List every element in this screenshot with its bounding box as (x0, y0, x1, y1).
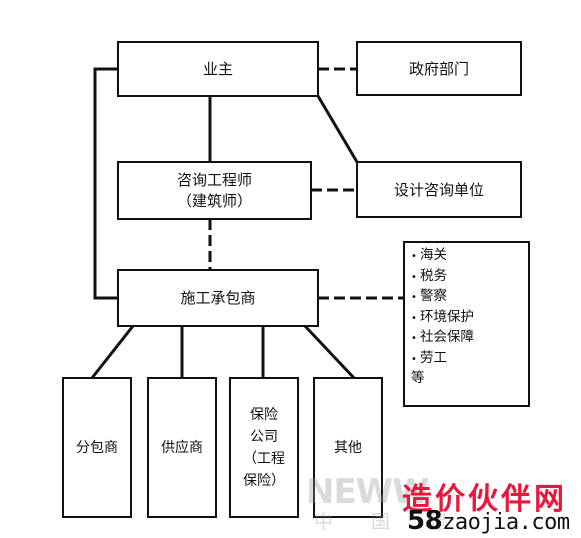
watermark-url: 58zaojia.com (407, 506, 570, 536)
agency-item: 海关 (411, 246, 528, 267)
design-consult-label: 设计咨询单位 (393, 180, 484, 199)
agency-item: 社会保障 (411, 328, 528, 349)
contractor-to-subcontractor-line (90, 325, 135, 379)
owner-to-contractor-line (93, 67, 118, 300)
supplier-box: 供应商 (147, 377, 217, 518)
subcontractor-box: 分包商 (62, 377, 132, 518)
agencies-box: 海关税务警察环境保护社会保障劳工 等 (403, 241, 530, 407)
agency-item: 环境保护 (411, 308, 528, 329)
owner-label: 业主 (202, 60, 233, 78)
subcontractor-label: 分包商 (76, 439, 118, 456)
other-box: 其他 (313, 377, 383, 518)
watermark-url-domain: zaojia.com (442, 510, 570, 535)
government-label: 政府部门 (408, 59, 469, 78)
supplier-label: 供应商 (161, 439, 203, 456)
contractor-label: 施工承包商 (180, 289, 256, 307)
owner-box: 业主 (117, 41, 319, 97)
contractor-to-other-line (303, 324, 356, 380)
contractor-box: 施工承包商 (117, 269, 319, 327)
insurance-box: 保险 公司 （工程 保险） (229, 377, 299, 518)
owner-to-design-line (316, 95, 359, 163)
design-consult-box: 设计咨询单位 (356, 161, 522, 218)
other-label: 其他 (334, 439, 362, 456)
watermark-url-number: 58 (407, 506, 443, 536)
watermark-latin: NEWW (306, 472, 430, 512)
watermark-site-name: 造价伙伴网 (402, 482, 567, 517)
insurance-label: 保险 公司 （工程 保险） (243, 406, 285, 489)
agency-item: 税务 (411, 267, 528, 288)
watermark-cn-gray: 中 国 建 (314, 511, 464, 533)
agency-item: 警察 (411, 287, 528, 308)
government-box: 政府部门 (356, 41, 522, 96)
agencies-list: 海关税务警察环境保护社会保障劳工 (411, 246, 528, 369)
agencies-etc: 等 (411, 370, 425, 386)
consultant-box: 咨询工程师 （建筑师） (117, 161, 312, 220)
consultant-label: 咨询工程师 （建筑师） (176, 170, 252, 210)
agency-item: 劳工 (411, 349, 528, 370)
